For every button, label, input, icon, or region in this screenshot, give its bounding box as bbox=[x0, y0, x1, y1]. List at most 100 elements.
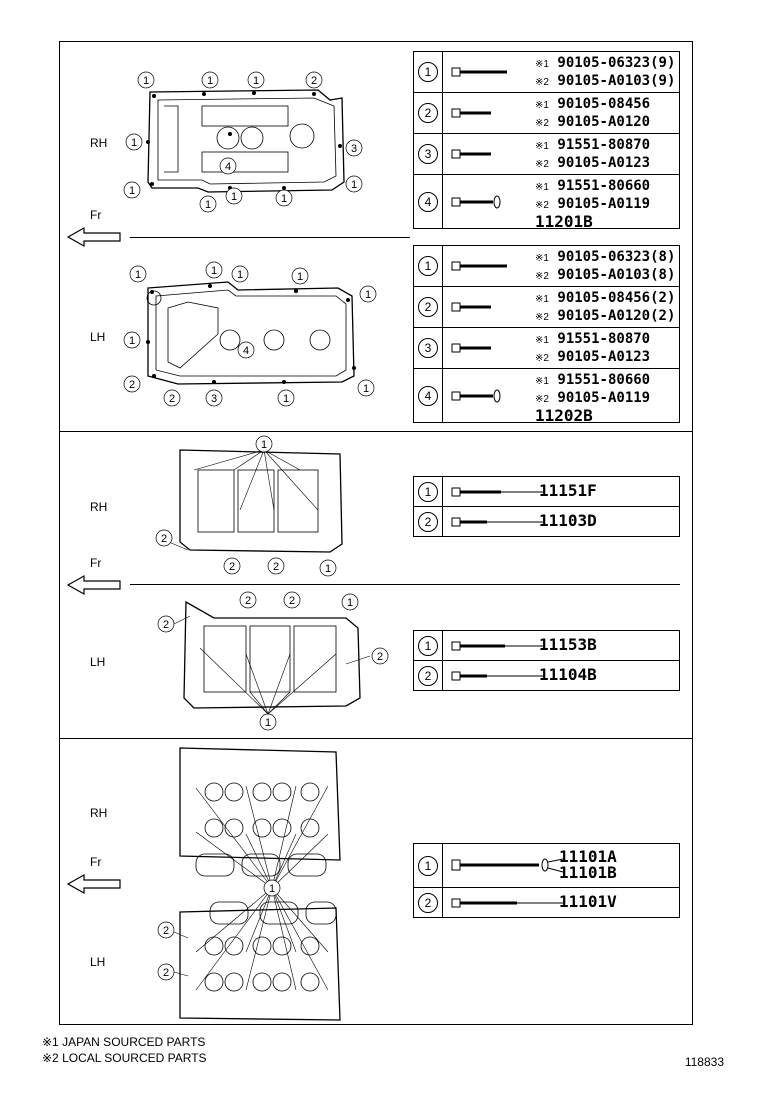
bolt-icon bbox=[451, 149, 491, 159]
item-number: 4 bbox=[418, 191, 438, 212]
part-number: 90105-06323(8) bbox=[557, 249, 676, 265]
diagram-code: 118833 bbox=[684, 1055, 724, 1069]
callout-label: 1 bbox=[351, 179, 357, 191]
bolt-icon bbox=[451, 671, 543, 681]
item-number: 2 bbox=[418, 103, 438, 123]
callout-label: 1 bbox=[205, 199, 211, 211]
callout-label: 1 bbox=[135, 269, 141, 281]
part-number: 11201B bbox=[535, 212, 593, 231]
callout-label: 1 bbox=[129, 185, 135, 197]
bolt-with-washer-icon bbox=[451, 389, 501, 403]
callout-label: 1 bbox=[261, 439, 267, 451]
callout-label: 2 bbox=[129, 379, 135, 391]
footnote-local: ※2 LOCAL SOURCED PARTS bbox=[42, 1051, 207, 1065]
callout-label: 2 bbox=[163, 925, 169, 937]
callout-label: 1 bbox=[265, 717, 271, 729]
item-number: 2 bbox=[418, 511, 438, 532]
bolt-icon bbox=[451, 517, 543, 527]
callout-label: 1 bbox=[283, 393, 289, 405]
callout-label: 2 bbox=[245, 595, 251, 607]
item-number: 2 bbox=[418, 892, 438, 913]
callout-label: 1 bbox=[253, 75, 259, 87]
part-number: 90105-A0120(2) bbox=[557, 308, 676, 324]
bolt-with-washer-icon bbox=[451, 858, 564, 873]
item-number: 1 bbox=[418, 256, 438, 276]
part-number: 11101B bbox=[559, 863, 617, 882]
callout-label: 2 bbox=[289, 595, 295, 607]
cylinder-head-drawing: 1 2 2 bbox=[157, 747, 341, 1021]
callout-label: 3 bbox=[211, 393, 217, 405]
valve-cover-lh-table: 1 ※1 90105-06323(8)※2 90105-A0103(8) 2 ※… bbox=[413, 245, 680, 424]
front-rear-divider bbox=[130, 237, 410, 238]
item-number: 3 bbox=[418, 338, 438, 358]
valve-cover-rh-table: 1 ※1 90105-06323(9)※2 90105-A0103(9) 2 ※… bbox=[413, 51, 680, 231]
front-label: Fr bbox=[90, 208, 102, 222]
section-divider bbox=[59, 431, 693, 432]
callout-label: 2 bbox=[163, 619, 169, 631]
front-label: Fr bbox=[90, 556, 102, 570]
bolt-icon bbox=[451, 108, 491, 118]
lh-label: LH bbox=[90, 330, 106, 344]
item-number: 2 bbox=[418, 665, 438, 686]
part-number: 90105-06323(9) bbox=[557, 55, 676, 71]
part-number: 90105-A0103(8) bbox=[557, 267, 676, 283]
lh-label: LH bbox=[90, 655, 106, 669]
part-number: 11151F bbox=[539, 481, 597, 500]
rh-label: RH bbox=[90, 136, 108, 150]
part-number: 11101A bbox=[559, 847, 617, 866]
callout-label: 2 bbox=[161, 533, 167, 545]
front-rear-divider bbox=[130, 584, 680, 585]
callout-label: 2 bbox=[311, 75, 317, 87]
part-number: 91551-80660 bbox=[557, 372, 651, 388]
front-label: Fr bbox=[90, 855, 102, 869]
part-number: 91551-80660 bbox=[557, 178, 651, 194]
item-number: 3 bbox=[418, 144, 438, 164]
lh-label: LH bbox=[90, 955, 106, 969]
item-number: 4 bbox=[418, 385, 438, 406]
part-number: 90105-A0119 bbox=[557, 196, 651, 212]
front-arrow-icon bbox=[66, 226, 121, 248]
bolt-icon bbox=[451, 302, 491, 312]
part-number: 91551-80870 bbox=[557, 331, 651, 347]
callout-label: 1 bbox=[129, 335, 135, 347]
part-number: 90105-A0119 bbox=[557, 390, 651, 406]
callout-label: 1 bbox=[269, 883, 275, 895]
item-number: 2 bbox=[418, 297, 438, 317]
item-number: 1 bbox=[418, 62, 438, 82]
bolt-icon bbox=[451, 343, 491, 353]
part-number: 11104B bbox=[539, 665, 597, 684]
callout-label: 1 bbox=[297, 271, 303, 283]
callout-label: 4 bbox=[243, 345, 249, 357]
housing-rh-table: 1 11151F 2 11103D bbox=[413, 476, 680, 537]
rh-label: RH bbox=[90, 806, 108, 820]
part-number: 90105-A0123 bbox=[557, 155, 651, 171]
part-number: 90105-A0120 bbox=[557, 114, 651, 130]
callout-label: 1 bbox=[231, 191, 237, 203]
part-number: 90105-A0123 bbox=[557, 349, 651, 365]
callout-label: 2 bbox=[163, 967, 169, 979]
callout-label: 3 bbox=[351, 143, 357, 155]
callout-label: 1 bbox=[207, 75, 213, 87]
bolt-icon bbox=[451, 261, 507, 271]
callout-label: 2 bbox=[169, 393, 175, 405]
callout-label: 1 bbox=[325, 563, 331, 575]
callout-label: 1 bbox=[237, 269, 243, 281]
bolt-icon bbox=[451, 898, 563, 908]
bolt-icon bbox=[451, 67, 507, 77]
part-number: 90105-08456(2) bbox=[557, 290, 676, 306]
item-number: 1 bbox=[418, 635, 438, 656]
item-number: 1 bbox=[418, 481, 438, 502]
part-number: 11153B bbox=[539, 635, 597, 654]
rh-label: RH bbox=[90, 500, 108, 514]
callout-label: 1 bbox=[143, 75, 149, 87]
bolt-icon bbox=[451, 641, 543, 651]
part-number: 90105-08456 bbox=[557, 96, 651, 112]
footnote-japan: ※1 JAPAN SOURCED PARTS bbox=[42, 1035, 206, 1049]
callout-label: 2 bbox=[377, 651, 383, 663]
housing-lh-table: 1 11153B 2 11104B bbox=[413, 630, 680, 691]
